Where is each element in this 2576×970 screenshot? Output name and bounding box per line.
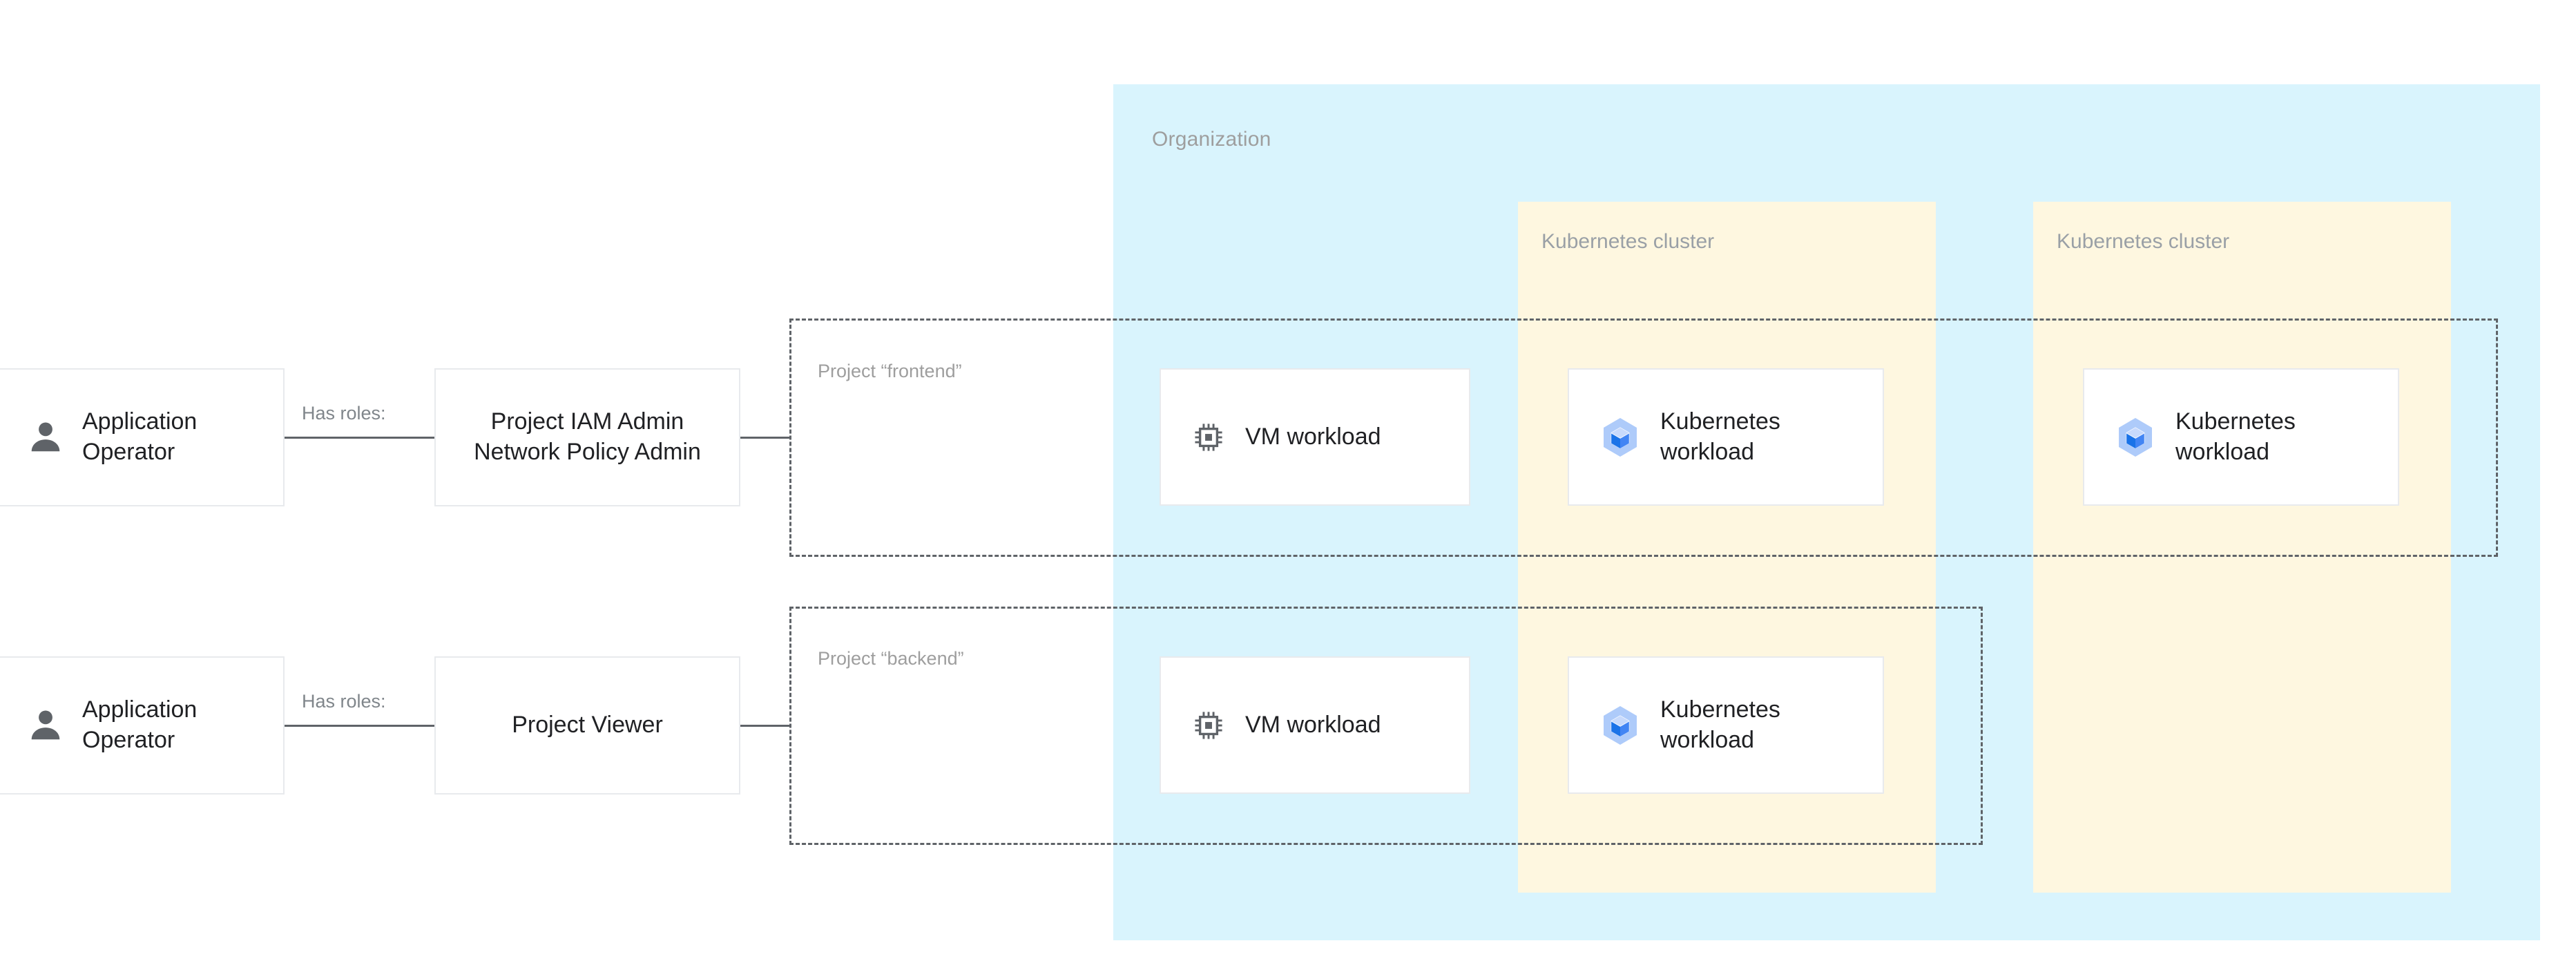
card-kubernetes-workload-frontend-cluster2[interactable]: Kubernetes workload [2083, 368, 2399, 506]
connector-actor-to-role-2 [285, 725, 434, 727]
kubernetes-cluster-container-2 [2033, 202, 2451, 893]
cpu-chip-icon [1195, 423, 1222, 451]
has-roles-label-2: Has roles: [302, 691, 386, 712]
person-icon [31, 422, 60, 452]
card-vm-workload-backend[interactable]: VM workload [1160, 656, 1470, 794]
card-label-k8s-frontend-c1: Kubernetes workload [1660, 408, 1780, 465]
connector-actor-to-role-1 [285, 437, 434, 439]
has-roles-label-1: Has roles: [302, 403, 386, 424]
role-box-1[interactable]: Project IAM Admin Network Policy Admin [434, 368, 740, 506]
card-kubernetes-workload-frontend-cluster1[interactable]: Kubernetes workload [1568, 368, 1884, 506]
actor-box-application-operator-1[interactable]: Application Operator [0, 368, 285, 506]
project-label-frontend: Project “frontend” [818, 361, 962, 381]
cpu-chip-icon [1195, 711, 1222, 739]
card-label-vm-frontend: VM workload [1245, 423, 1381, 450]
actor-label-1: Application Operator [82, 408, 198, 465]
card-vm-workload-frontend[interactable]: VM workload [1160, 368, 1470, 506]
kubernetes-cluster-label-2: Kubernetes cluster [2057, 230, 2230, 253]
actor-label-2: Application Operator [82, 696, 198, 753]
card-kubernetes-workload-backend-cluster1[interactable]: Kubernetes workload [1568, 656, 1884, 794]
actor-box-application-operator-2[interactable]: Application Operator [0, 656, 285, 795]
person-icon [31, 710, 60, 740]
organization-label: Organization [1152, 128, 1271, 151]
card-label-vm-backend: VM workload [1245, 711, 1381, 738]
role-box-2[interactable]: Project Viewer [434, 656, 740, 795]
kubernetes-icon [2119, 417, 2152, 457]
kubernetes-cluster-label-1: Kubernetes cluster [1541, 230, 1715, 253]
card-label-k8s-backend-c1: Kubernetes workload [1660, 696, 1780, 753]
role-label-1: Project IAM Admin Network Policy Admin [474, 408, 701, 465]
project-label-backend: Project “backend” [818, 648, 964, 669]
connector-role-to-project-2 [740, 725, 791, 727]
role-label-2: Project Viewer [512, 712, 663, 739]
kubernetes-icon [1604, 705, 1637, 745]
card-label-k8s-frontend-c2: Kubernetes workload [2175, 408, 2296, 465]
kubernetes-icon [1604, 417, 1637, 457]
connector-role-to-project-1 [740, 437, 791, 439]
